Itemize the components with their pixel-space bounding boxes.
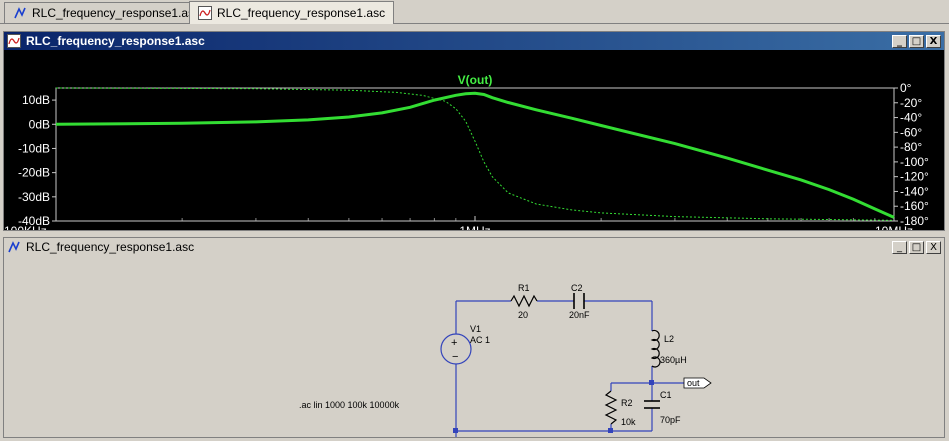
minimize-button[interactable]: _ <box>892 240 907 254</box>
x-axis: 100KHz 1MHz 10MHz <box>4 216 913 230</box>
x-tick-label: 100KHz <box>4 224 47 230</box>
l2-name: L2 <box>664 334 674 344</box>
c2-capacitor[interactable]: C2 20nF <box>569 283 590 320</box>
y-left-tick-label: 0dB <box>29 117 50 131</box>
svg-text:−: − <box>452 351 458 363</box>
spice-directive[interactable]: .ac lin 1000 100k 10000k <box>299 400 400 410</box>
close-button[interactable]: X <box>926 34 941 48</box>
y-right-tick-label: -20° <box>900 96 922 110</box>
phase-trace <box>55 87 895 221</box>
r1-value: 20 <box>518 310 528 320</box>
r1-resistor[interactable]: R1 20 <box>510 283 538 320</box>
y-left-tick-label: 10dB <box>22 93 50 107</box>
y-right-tick-label: -120° <box>900 170 929 184</box>
schematic-canvas[interactable]: + − V1 AC 1 R1 20 C2 20nF L2 360µH C1 <box>4 256 944 437</box>
plot-frame <box>55 87 895 222</box>
svg-text:+: + <box>451 337 457 349</box>
y-right-tick-label: -60° <box>900 125 922 139</box>
tab-bar: RLC_frequency_response1.asc RLC_frequenc… <box>0 0 949 24</box>
y-right-tick-label: -160° <box>900 199 929 213</box>
waveform-icon <box>7 34 21 48</box>
y-left-tick-label: -10dB <box>18 141 50 155</box>
tab-waveform[interactable]: RLC_frequency_response1.asc <box>189 1 395 24</box>
x-tick-label: 10MHz <box>875 224 913 230</box>
v1-name: V1 <box>470 324 481 334</box>
schematic-window: RLC_frequency_response1.asc _ □ X <box>3 237 945 438</box>
c2-value: 20nF <box>569 310 590 320</box>
tab-label: RLC_frequency_response1.asc <box>32 6 201 20</box>
y-left-axis: 10dB 0dB -10dB -20dB -30dB -40dB <box>18 93 56 228</box>
r2-name: R2 <box>621 398 633 408</box>
trace-label[interactable]: V(out) <box>458 73 493 87</box>
v1-source[interactable]: + − V1 AC 1 <box>440 324 490 365</box>
minimize-button[interactable]: _ <box>892 34 907 48</box>
waveform-plot[interactable]: V(out) 10dB 0dB -10dB -20dB -30dB -40dB 0°-20… <box>4 50 944 230</box>
maximize-button[interactable]: □ <box>909 34 924 48</box>
y-left-tick-label: -40dB <box>18 214 50 228</box>
maximize-button[interactable]: □ <box>909 240 924 254</box>
v1-value: AC 1 <box>470 335 490 345</box>
plot-window-titlebar[interactable]: RLC_frequency_response1.asc _ □ X <box>4 32 944 50</box>
waveform-icon <box>198 6 212 20</box>
tab-schematic[interactable]: RLC_frequency_response1.asc <box>4 2 210 23</box>
l2-inductor[interactable]: L2 360µH <box>650 329 687 368</box>
l2-value: 360µH <box>660 355 687 365</box>
schematic-icon <box>14 7 26 19</box>
schematic-icon <box>8 241 20 253</box>
y-right-tick-label: -40° <box>900 111 922 125</box>
y-right-tick-label: -100° <box>900 155 929 169</box>
schematic-window-titlebar[interactable]: RLC_frequency_response1.asc _ □ X <box>4 238 944 256</box>
plot-window: RLC_frequency_response1.asc _ □ X V(out)… <box>3 31 945 231</box>
y-right-tick-label: -80° <box>900 140 922 154</box>
r1-name: R1 <box>518 283 530 293</box>
y-left-tick-label: -20dB <box>18 166 50 180</box>
magnitude-trace <box>55 91 895 219</box>
y-right-tick-label: -140° <box>900 184 929 198</box>
x-tick-label: 1MHz <box>459 224 490 230</box>
y-right-tick-label: 0° <box>900 81 912 95</box>
r2-value: 10k <box>621 417 636 427</box>
close-button[interactable]: X <box>926 240 941 254</box>
y-right-axis: 0°-20°-40°-60°-80°-100°-120°-140°-160°-1… <box>894 81 929 228</box>
plot-window-title: RLC_frequency_response1.asc <box>26 34 205 48</box>
net-label-text: out <box>687 378 700 388</box>
net-label-out[interactable]: out <box>683 377 712 389</box>
traces <box>55 87 895 221</box>
tab-label: RLC_frequency_response1.asc <box>217 6 386 20</box>
c1-name: C1 <box>660 390 672 400</box>
c1-capacitor[interactable]: C1 70pF <box>644 390 681 425</box>
schematic-window-title: RLC_frequency_response1.asc <box>26 240 195 254</box>
y-right-tick-label: -180° <box>900 214 929 228</box>
r2-resistor[interactable]: R2 10k <box>604 390 636 427</box>
y-left-tick-label: -30dB <box>18 190 50 204</box>
c2-name: C2 <box>571 283 583 293</box>
c1-value: 70pF <box>660 415 681 425</box>
junction-dots <box>453 380 654 433</box>
